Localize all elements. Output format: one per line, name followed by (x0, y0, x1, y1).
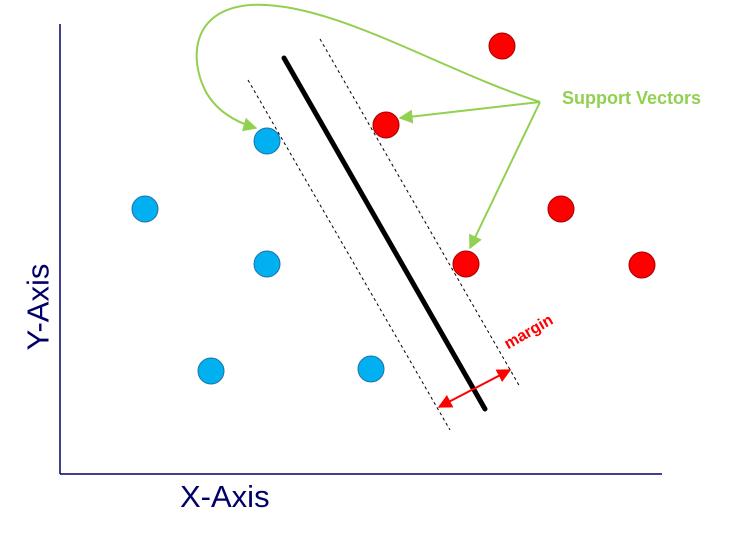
margin-line-left (247, 79, 451, 431)
blue-point (357, 355, 385, 383)
red-point (488, 32, 516, 60)
red-point-support (372, 111, 400, 139)
blue-point-support (253, 127, 281, 155)
hyperplane-line (281, 55, 488, 412)
blue-point (253, 250, 281, 278)
y-axis-label: Y-Axis (20, 263, 56, 351)
margin-arrow (437, 369, 512, 408)
blue-point (131, 195, 159, 223)
margin-line-right (319, 38, 521, 388)
red-point (628, 251, 656, 279)
support-vectors-label: Support Vectors (562, 88, 702, 108)
support-arrow-top-left (195, 3, 541, 132)
support-arrow-red-bottom (469, 101, 541, 250)
red-point-support (452, 250, 480, 278)
x-axis-label: X-Axis (180, 479, 270, 514)
support-arrow-red-top (398, 101, 541, 124)
blue-point (197, 357, 225, 385)
red-point (547, 195, 575, 223)
